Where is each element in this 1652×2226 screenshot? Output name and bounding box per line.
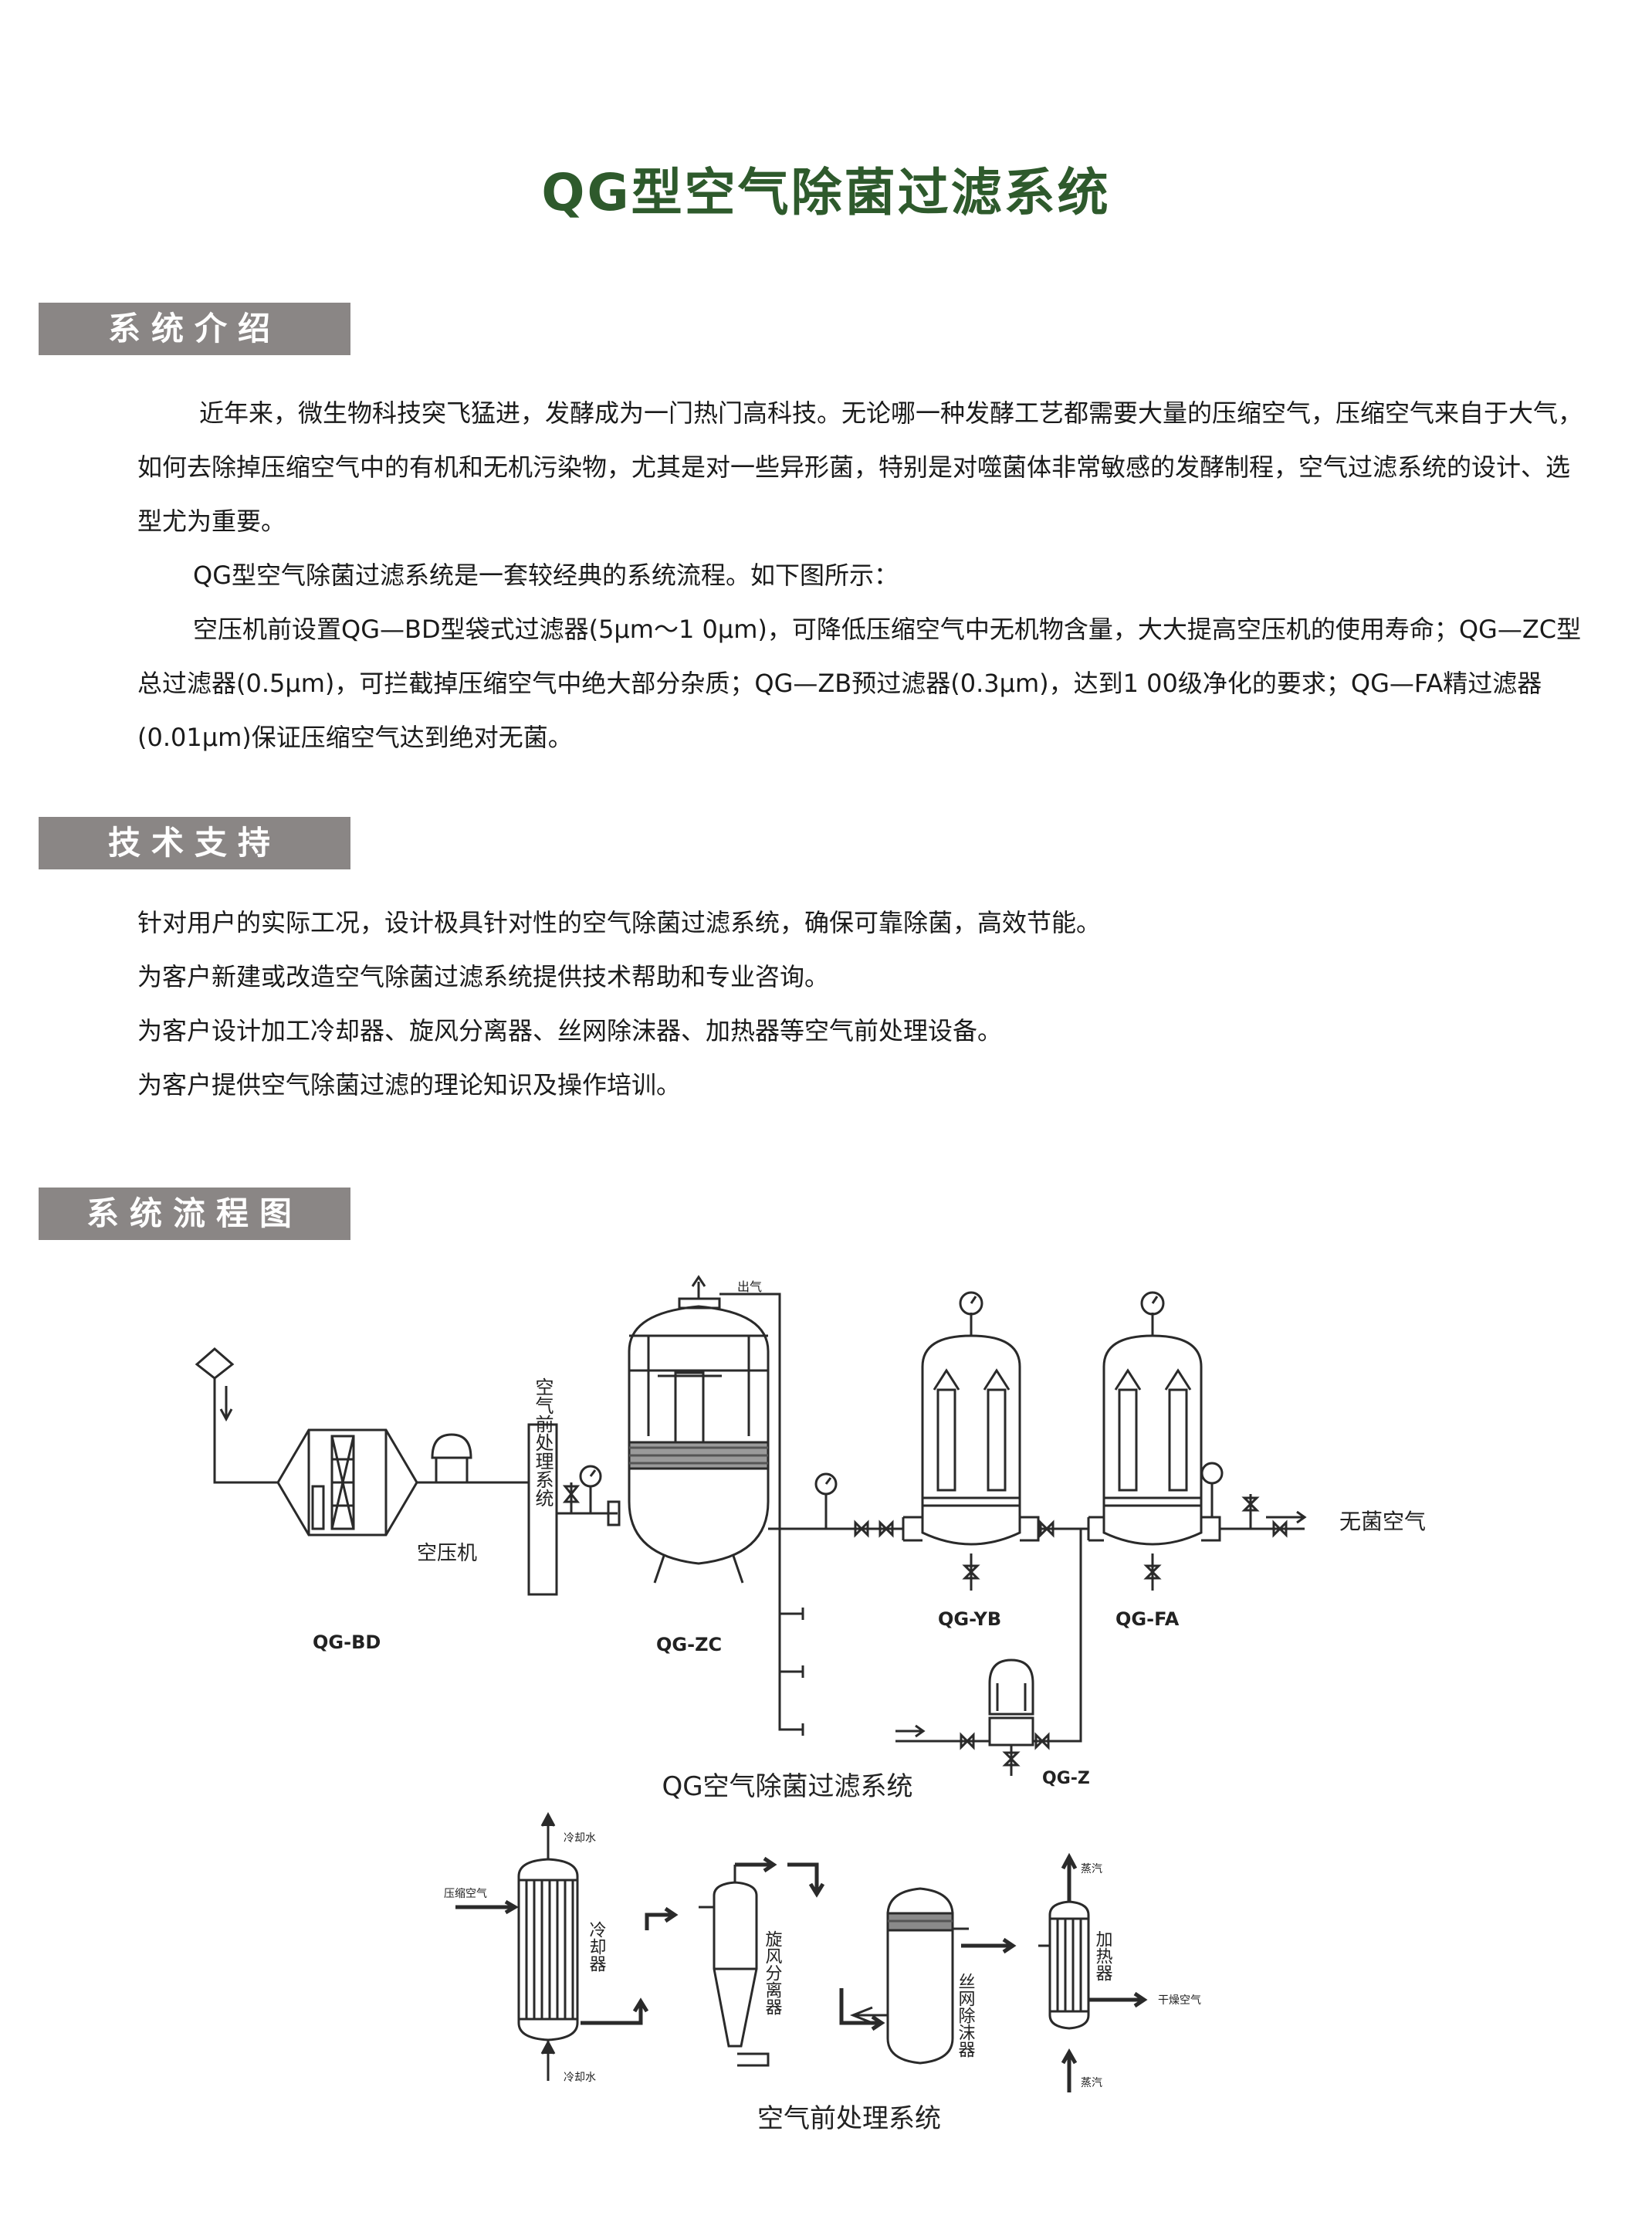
compressor-icon: [431, 1433, 472, 1482]
label-pretreat: 空气前处理系统: [532, 1377, 553, 1507]
label-compressor: 空压机: [417, 1542, 477, 1565]
label-compressed-air: 压缩空气: [444, 1888, 487, 1900]
yb-prefilter: [902, 1291, 1040, 1591]
steam-line: [1050, 1529, 1082, 1743]
pressure-gauge-icon: [959, 1291, 983, 1316]
page-title: QG型空气除菌过滤系统: [541, 163, 1111, 222]
valve-icon: [960, 1732, 975, 1750]
intro-paragraph-1: 近年来，微生物科技突飞猛进，发酵成为一门热门高科技。无论哪一种发酵工艺都需要大量…: [137, 398, 1583, 536]
label-cooling-water-out: 冷却水: [564, 1832, 596, 1845]
pressure-gauge-icon: [1140, 1291, 1165, 1316]
label-bd: QG-BD: [313, 1631, 381, 1653]
support-item: 为客户新建或改造空气除菌过滤系统提供技术帮助和专业咨询。: [137, 962, 830, 991]
flow-diagrams: QG-BD 空压机 空气前处理系统: [195, 1275, 1426, 2134]
diagram-main-system: QG-BD 空压机 空气前处理系统: [195, 1275, 1426, 1802]
fa-fine-filter: [1087, 1291, 1224, 1591]
label-steam-top: 蒸汽: [1081, 1863, 1102, 1875]
intro-paragraph-3: 空压机前设置QG—BD型袋式过滤器(5μm～1 0μm)，可降低压缩空气中无机物…: [137, 615, 1582, 752]
valve-icon: [1241, 1496, 1260, 1512]
caption-pretreatment: 空气前处理系统: [757, 2103, 941, 2134]
support-item: 为客户提供空气除菌过滤的理论知识及操作培训。: [137, 1070, 682, 1099]
support-list: 针对用户的实际工况，设计极具针对性的空气除菌过滤系统，确保可靠除菌，高效节能。 …: [137, 896, 1589, 1112]
cooler-vessel: [455, 1811, 649, 2081]
z-steam-filter: [988, 1658, 1050, 1776]
support-item: 针对用户的实际工况，设计极具针对性的空气除菌过滤系统，确保可靠除菌，高效节能。: [137, 908, 1102, 937]
valve-icon: [1039, 1520, 1055, 1538]
valve-icon: [1034, 1732, 1050, 1750]
label-fa: QG-FA: [1115, 1608, 1180, 1630]
valve-icon: [854, 1520, 869, 1538]
label-heater: 加热器: [1093, 1930, 1113, 1981]
section-header-support: 技术支持: [39, 817, 350, 869]
intro-paragraph-2: QG型空气除菌过滤系统是一套较经典的系统流程。如下图所示：: [193, 561, 899, 590]
air-intake-icon: [195, 1347, 235, 1444]
intro-text: 近年来，微生物科技突飞猛进，发酵成为一门热门高科技。无论哪一种发酵工艺都需要大量…: [137, 386, 1589, 764]
label-yb: QG-YB: [938, 1608, 1001, 1630]
label-dry-air: 干燥空气: [1158, 1994, 1201, 2007]
drain-line: [778, 1529, 803, 1731]
pressure-gauge-icon: [814, 1472, 838, 1496]
valve-icon: [1272, 1520, 1288, 1538]
label-cooling-water-in: 冷却水: [564, 2072, 596, 2084]
pressure-gauge-icon: [579, 1465, 602, 1488]
valve-icon: [878, 1520, 894, 1538]
label-cyclone: 旋风分离器: [763, 1930, 783, 2015]
label-exhaust: 出气: [737, 1279, 762, 1294]
vent-line: [719, 1293, 781, 1529]
heater-vessel: [1038, 1852, 1148, 2092]
label-z: QG-Z: [1042, 1769, 1090, 1788]
label-cooler: 冷却器: [587, 1921, 607, 1972]
caption-main-system: QG空气除菌过滤系统: [662, 1771, 912, 1802]
pretreat-box: [527, 1423, 558, 1596]
bd-bag-filter: [276, 1428, 418, 1537]
zc-main-filter: [628, 1275, 770, 1584]
support-item: 为客户设计加工冷却器、旋风分离器、丝网除沫器、加热器等空气前处理设备。: [137, 1016, 1003, 1045]
label-demister: 丝网除沫器: [956, 1973, 976, 2058]
intake-duct: [213, 1444, 278, 1484]
valve-icon: [562, 1485, 581, 1503]
label-steam-bottom: 蒸汽: [1081, 2077, 1102, 2089]
diagram-pretreatment: 压缩空气 冷却水 冷却水 冷却器 旋风分离器 丝网除沫器: [444, 1811, 1201, 2134]
pressure-gauge-icon: [1200, 1462, 1224, 1485]
cyclone-separator: [699, 1856, 825, 2067]
label-outlet: 无菌空气: [1339, 1509, 1426, 1534]
section-header-intro: 系统介绍: [39, 303, 350, 355]
demister-vessel: [839, 1887, 1017, 2065]
section-header-flow: 系统流程图: [39, 1188, 350, 1240]
label-zc: QG-ZC: [656, 1634, 722, 1655]
